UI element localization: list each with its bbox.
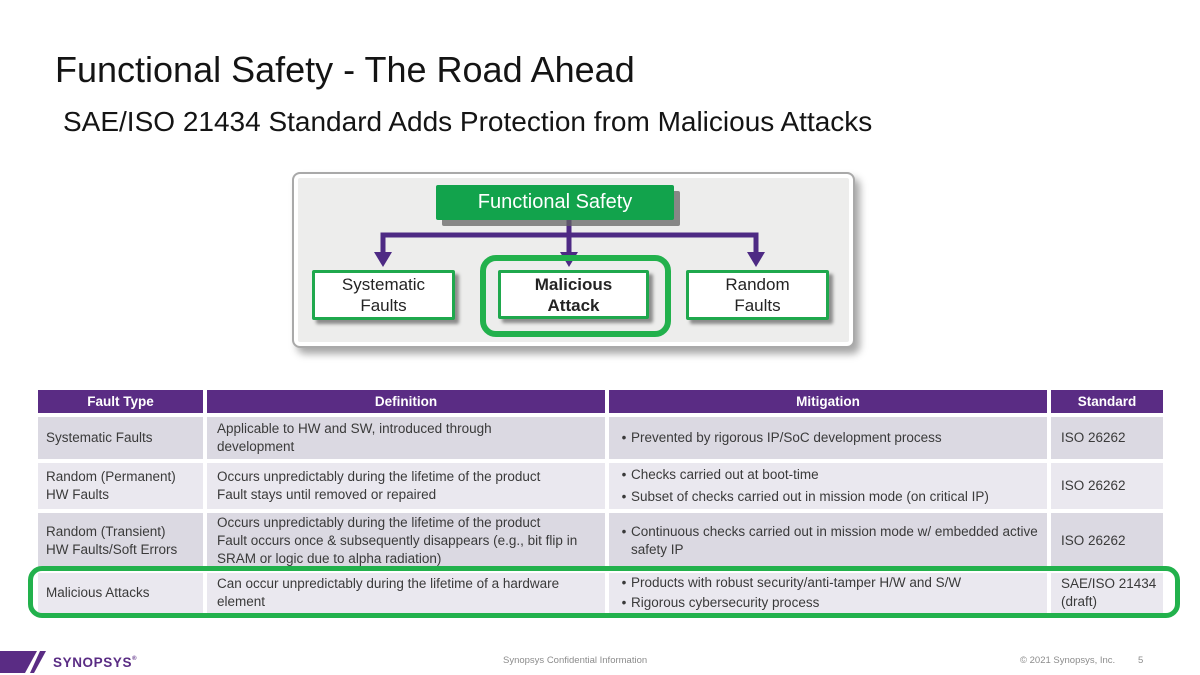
confidential-note: Synopsys Confidential Information <box>503 655 648 666</box>
bullet-icon: • <box>621 524 627 539</box>
copyright-note: © 2021 Synopsys, Inc. <box>1020 655 1116 666</box>
bullet-icon: • <box>621 488 627 504</box>
bullet-item: •Products with robust security/anti-tamp… <box>617 574 1041 592</box>
page-number: 5 <box>1138 655 1144 666</box>
bullet-item: •Continuous checks carried out in missio… <box>617 523 1041 559</box>
definition-cell: Applicable to HW and SW, introduced thro… <box>207 417 605 459</box>
mitigation-cell: •Continuous checks carried out in missio… <box>609 513 1047 569</box>
standard-cell: ISO 26262 <box>1051 417 1163 459</box>
fault-type-cell: Systematic Faults <box>38 417 203 459</box>
bullet-icon: • <box>621 594 627 610</box>
definition-cell: Occurs unpredictably during the lifetime… <box>207 463 605 509</box>
fault-type-cell: Malicious Attacks <box>38 573 203 613</box>
header-cell: Standard <box>1051 390 1163 413</box>
definition-cell: Can occur unpredictably during the lifet… <box>207 573 605 613</box>
bullet-item: •Rigorous cybersecurity process <box>617 594 1041 612</box>
header-cell: Definition <box>207 390 605 413</box>
fault-type-cell: Random (Transient) HW Faults/Soft Errors <box>38 513 203 569</box>
fault-classification-diagram: Functional Safety Systematic Faults Mali… <box>292 172 855 348</box>
standard-cell: SAE/ISO 21434 (draft) <box>1051 573 1163 613</box>
malicious-attack-highlight-ring <box>480 255 671 337</box>
mitigation-cell: •Checks carried out at boot-time •Subset … <box>609 463 1047 509</box>
header-cell: Fault Type <box>38 390 203 413</box>
bullet-icon: • <box>621 467 627 483</box>
root-node-functional-safety: Functional Safety <box>436 185 674 220</box>
slide-title: Functional Safety - The Road Ahead <box>55 49 635 90</box>
arrowhead-left-icon <box>374 252 392 267</box>
mitigation-cell: •Products with robust security/anti-tamp… <box>609 573 1047 613</box>
header-cell: Mitigation <box>609 390 1047 413</box>
definition-cell: Occurs unpredictably during the lifetime… <box>207 513 605 569</box>
synopsys-logo-icon <box>0 651 46 673</box>
standard-cell: ISO 26262 <box>1051 463 1163 509</box>
bullet-item: •Subset of checks carried out in mission… <box>617 488 1041 506</box>
registered-mark: ® <box>132 655 137 662</box>
mitigation-cell: •Prevented by rigorous IP/SoC developmen… <box>609 417 1047 459</box>
bullet-icon: • <box>621 430 627 445</box>
synopsys-logo: SYNOPSYS® <box>0 651 137 673</box>
bullet-icon: • <box>621 575 627 591</box>
fault-type-cell: Random (Permanent) HW Faults <box>38 463 203 509</box>
node-malicious-attack: Malicious Attack <box>498 270 649 319</box>
bullet-item: •Checks carried out at boot-time <box>617 466 1041 484</box>
node-systematic-faults: Systematic Faults <box>312 270 455 320</box>
arrowhead-right-icon <box>747 252 765 267</box>
standard-cell: ISO 26262 <box>1051 513 1163 569</box>
bullet-item: •Prevented by rigorous IP/SoC developmen… <box>617 429 1041 447</box>
slide-subtitle: SAE/ISO 21434 Standard Adds Protection f… <box>63 106 873 137</box>
synopsys-wordmark: SYNOPSYS® <box>53 654 137 670</box>
node-random-faults: Random Faults <box>686 270 829 320</box>
malicious-attacks-row-highlight-ring <box>28 566 1180 618</box>
